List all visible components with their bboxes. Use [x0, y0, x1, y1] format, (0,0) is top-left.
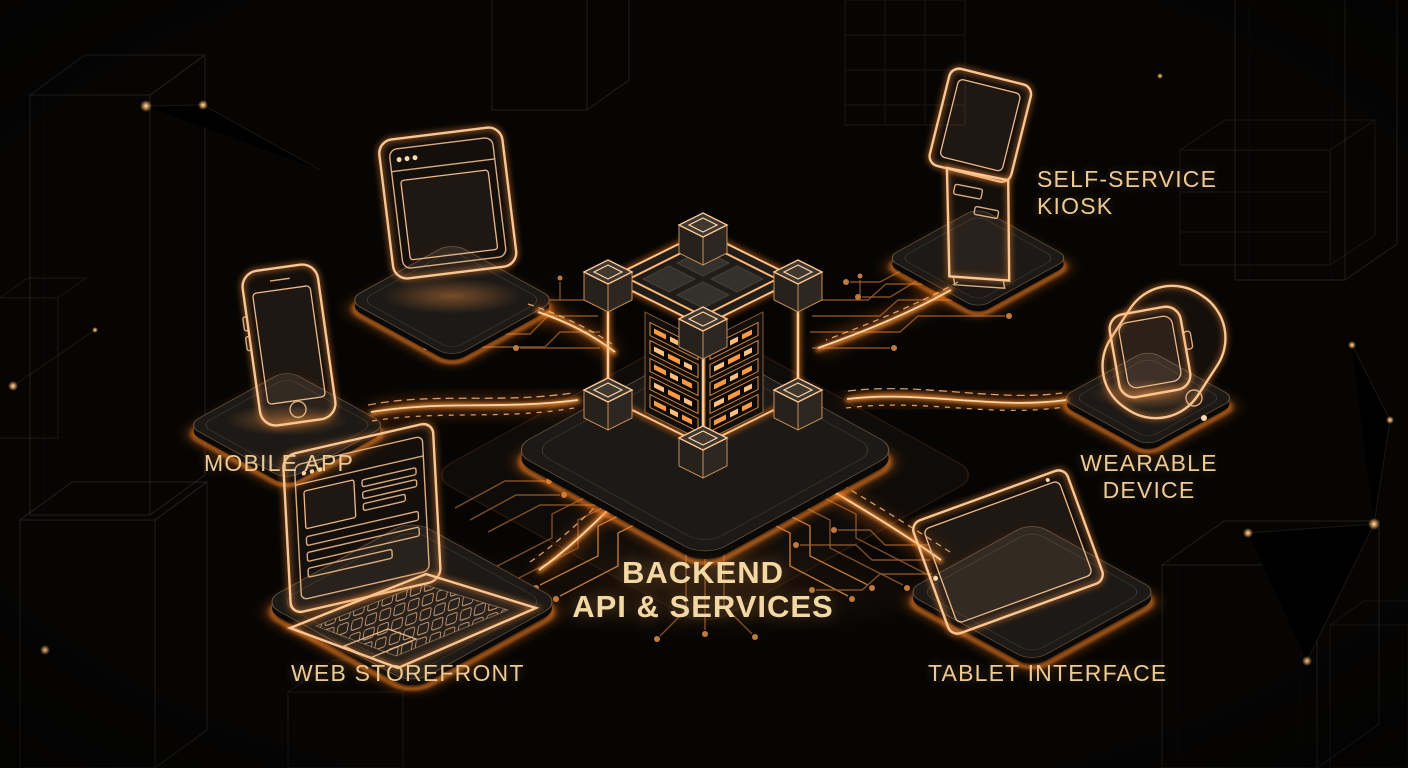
kiosk-label-line1: SELF-SERVICE [1037, 166, 1218, 192]
browser-window-icon [376, 124, 519, 282]
kiosk-label-line2: KIOSK [1037, 193, 1114, 219]
self-service-kiosk-label: SELF-SERVICE KIOSK [1037, 166, 1217, 220]
backend-title-line2: API & SERVICES [572, 589, 834, 624]
web-storefront-label: WEB STOREFRONT [291, 660, 525, 686]
backend-title-line1: BACKEND [622, 555, 784, 590]
tablet-interface-label: TABLET INTERFACE [928, 660, 1168, 686]
backend-title: BACKEND API & SERVICES [563, 556, 843, 624]
wearable-label-line1: WEARABLE [1080, 450, 1218, 476]
wearable-device-label: WEARABLE DEVICE [1063, 450, 1235, 504]
mobile-app-label: MOBILE APP [204, 450, 355, 476]
wearable-label-line2: DEVICE [1102, 477, 1196, 503]
